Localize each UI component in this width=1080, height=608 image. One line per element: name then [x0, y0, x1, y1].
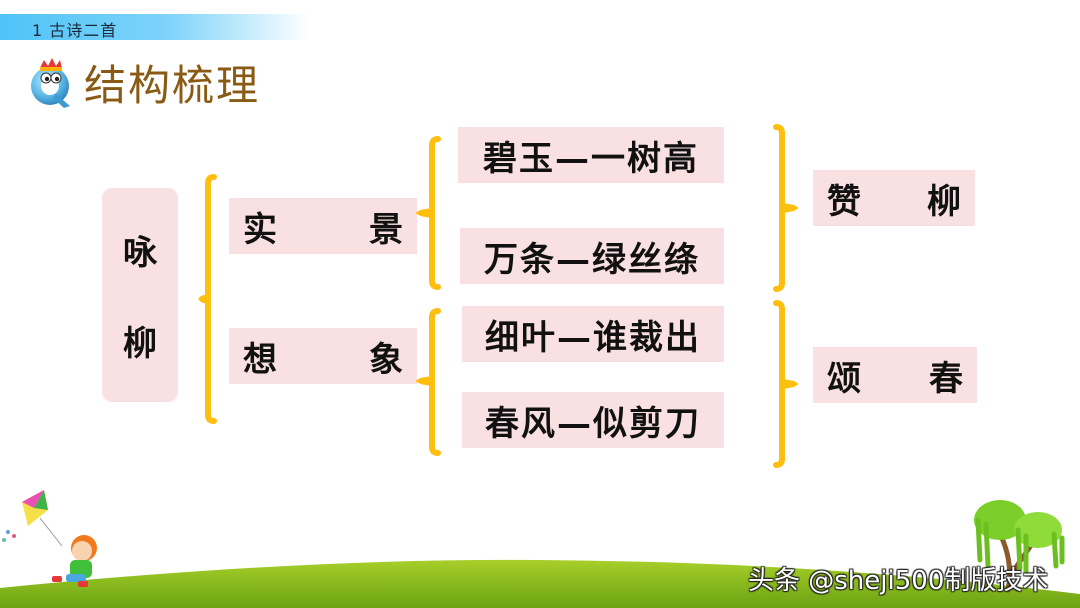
- root-box: 咏 柳: [102, 188, 178, 402]
- level3-box-songchun: 颂 春: [813, 347, 977, 403]
- section-title: 结构梳理: [84, 60, 261, 110]
- level2-text: 碧玉—一树高: [483, 138, 699, 179]
- level2-box-4: 春风—似剪刀: [462, 392, 724, 448]
- q-mascot-icon: [26, 54, 78, 110]
- root-char-2: 柳: [123, 324, 157, 364]
- level1-box-shijing: 实 景: [229, 198, 417, 254]
- level2-text: 春风—似剪刀: [485, 403, 701, 444]
- level3-box-zanliu: 赞 柳: [813, 170, 975, 226]
- watermark: 头条 @sheji500制版技术: [748, 566, 1049, 596]
- level3-right: 柳: [927, 181, 961, 222]
- level1-left: 想: [243, 339, 277, 380]
- brace-songchun: [772, 300, 800, 468]
- kid-with-kite-icon: [0, 488, 110, 588]
- level2-text: 细叶—谁裁出: [485, 317, 701, 358]
- brace-xiangxiang: [414, 308, 441, 456]
- grass-hill: [0, 538, 1080, 608]
- level2-box-3: 细叶—谁裁出: [462, 306, 724, 362]
- level2-box-1: 碧玉—一树高: [458, 127, 724, 183]
- level1-left: 实: [243, 209, 277, 250]
- root-char-1: 咏: [123, 233, 157, 273]
- level1-right: 象: [369, 339, 403, 380]
- level1-right: 景: [369, 209, 403, 250]
- willow-tree-icon: [968, 490, 1068, 595]
- chapter-bar: [0, 14, 310, 40]
- brace-shijing: [414, 136, 441, 290]
- section-header: 结构梳理: [26, 52, 260, 112]
- level2-box-2: 万条—绿丝绦: [460, 228, 724, 284]
- chapter-label: 1 古诗二首: [32, 21, 118, 40]
- level2-text: 万条—绿丝绦: [484, 239, 700, 280]
- level1-box-xiangxiang: 想 象: [229, 328, 417, 384]
- brace-zanliu: [772, 124, 800, 292]
- level3-left: 颂: [827, 358, 861, 399]
- brace-root: [196, 174, 217, 424]
- level3-right: 春: [929, 358, 963, 399]
- level3-left: 赞: [827, 181, 861, 222]
